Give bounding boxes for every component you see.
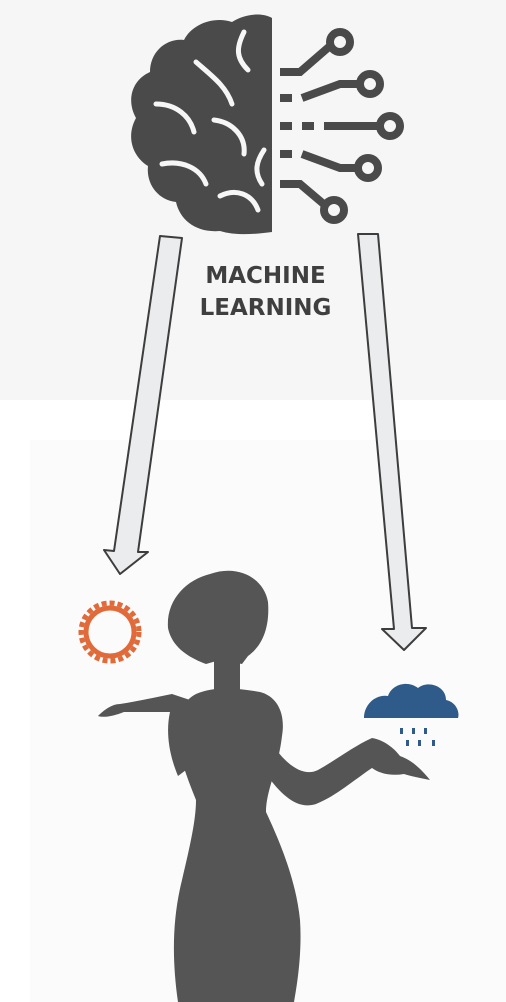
sun-icon	[78, 600, 142, 664]
rain-cloud-icon	[364, 683, 459, 746]
brain-circuit-icon	[131, 14, 404, 235]
circuit-traces-icon	[280, 28, 404, 224]
brain-half-icon	[131, 14, 272, 235]
woman-silhouette-icon	[98, 570, 430, 1002]
arrow-right	[357, 233, 427, 651]
label-line-2: LEARNING	[199, 295, 332, 321]
arrow-left	[103, 235, 183, 575]
machine-learning-label: MACHINE LEARNING	[183, 260, 348, 324]
label-line-1: MACHINE	[205, 263, 326, 289]
